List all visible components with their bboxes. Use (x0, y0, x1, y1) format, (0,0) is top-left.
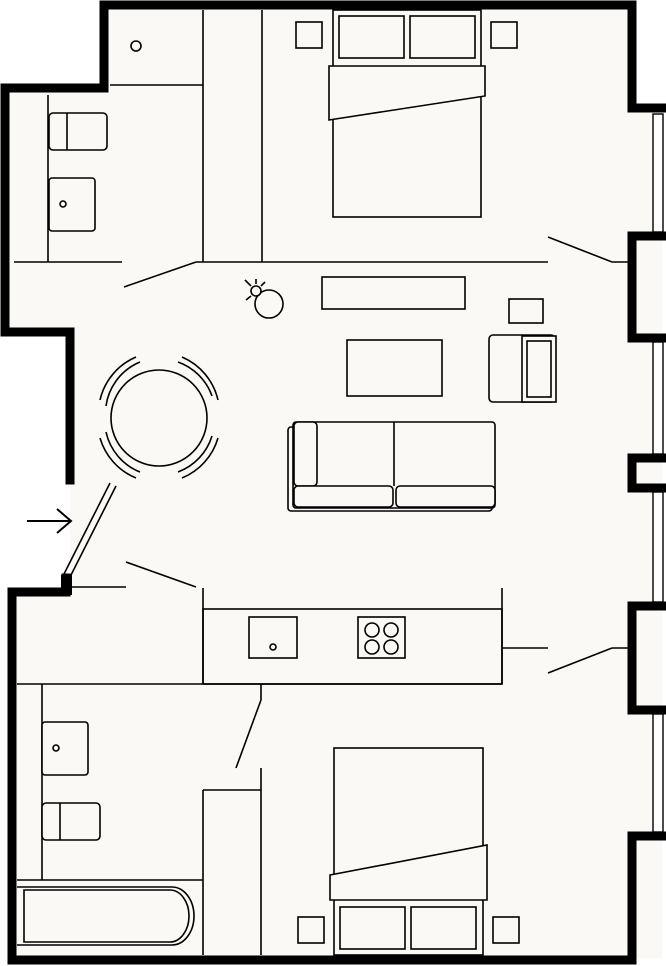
side-table (508, 298, 544, 324)
bed-blanket (328, 65, 486, 121)
nightstand-right (490, 21, 518, 49)
pillow (409, 15, 476, 59)
arrow-right-icon (27, 508, 73, 534)
pillow (338, 15, 405, 59)
bedroom-bottom (297, 747, 520, 956)
bed-blanket (329, 844, 488, 901)
coffee-table (346, 339, 443, 397)
living-room (99, 276, 557, 512)
window-living-1 (652, 341, 664, 455)
door-bedroom-top (547, 236, 613, 263)
sofa (287, 421, 496, 512)
nightstand-left (297, 916, 325, 944)
window-bedroom-1 (652, 113, 664, 233)
lamp-icon (244, 279, 284, 319)
door-hall-bottom (125, 561, 197, 588)
door-bathroom-top (123, 261, 197, 288)
tv-console (321, 276, 466, 310)
dining-table (99, 356, 219, 479)
pillow (410, 906, 477, 950)
door-bedroom-bottom (547, 647, 613, 674)
windows (652, 113, 664, 833)
kitchen-counter (202, 608, 503, 685)
kitchen (202, 608, 503, 685)
kitchen-sink (248, 616, 298, 659)
nightstand-left (295, 21, 323, 49)
bathroom-top (48, 112, 108, 232)
toilet-top (48, 112, 108, 151)
bathtub (17, 886, 195, 946)
armchair (488, 334, 557, 403)
entrance-door (62, 482, 117, 580)
window-bedroom-2 (652, 713, 664, 833)
stove-icon (357, 616, 406, 659)
water-heater (130, 40, 142, 52)
pillow (339, 906, 406, 950)
closet-top (130, 40, 142, 52)
door-bathroom-bottom (235, 699, 262, 769)
bathroom-bottom (17, 721, 195, 946)
sink-bottom (41, 721, 89, 776)
bedroom-top (295, 9, 518, 218)
window-living-2 (652, 491, 664, 603)
doors (62, 236, 613, 769)
toilet-bottom (41, 802, 101, 841)
sink-top (48, 177, 96, 232)
nightstand-right (492, 916, 520, 944)
